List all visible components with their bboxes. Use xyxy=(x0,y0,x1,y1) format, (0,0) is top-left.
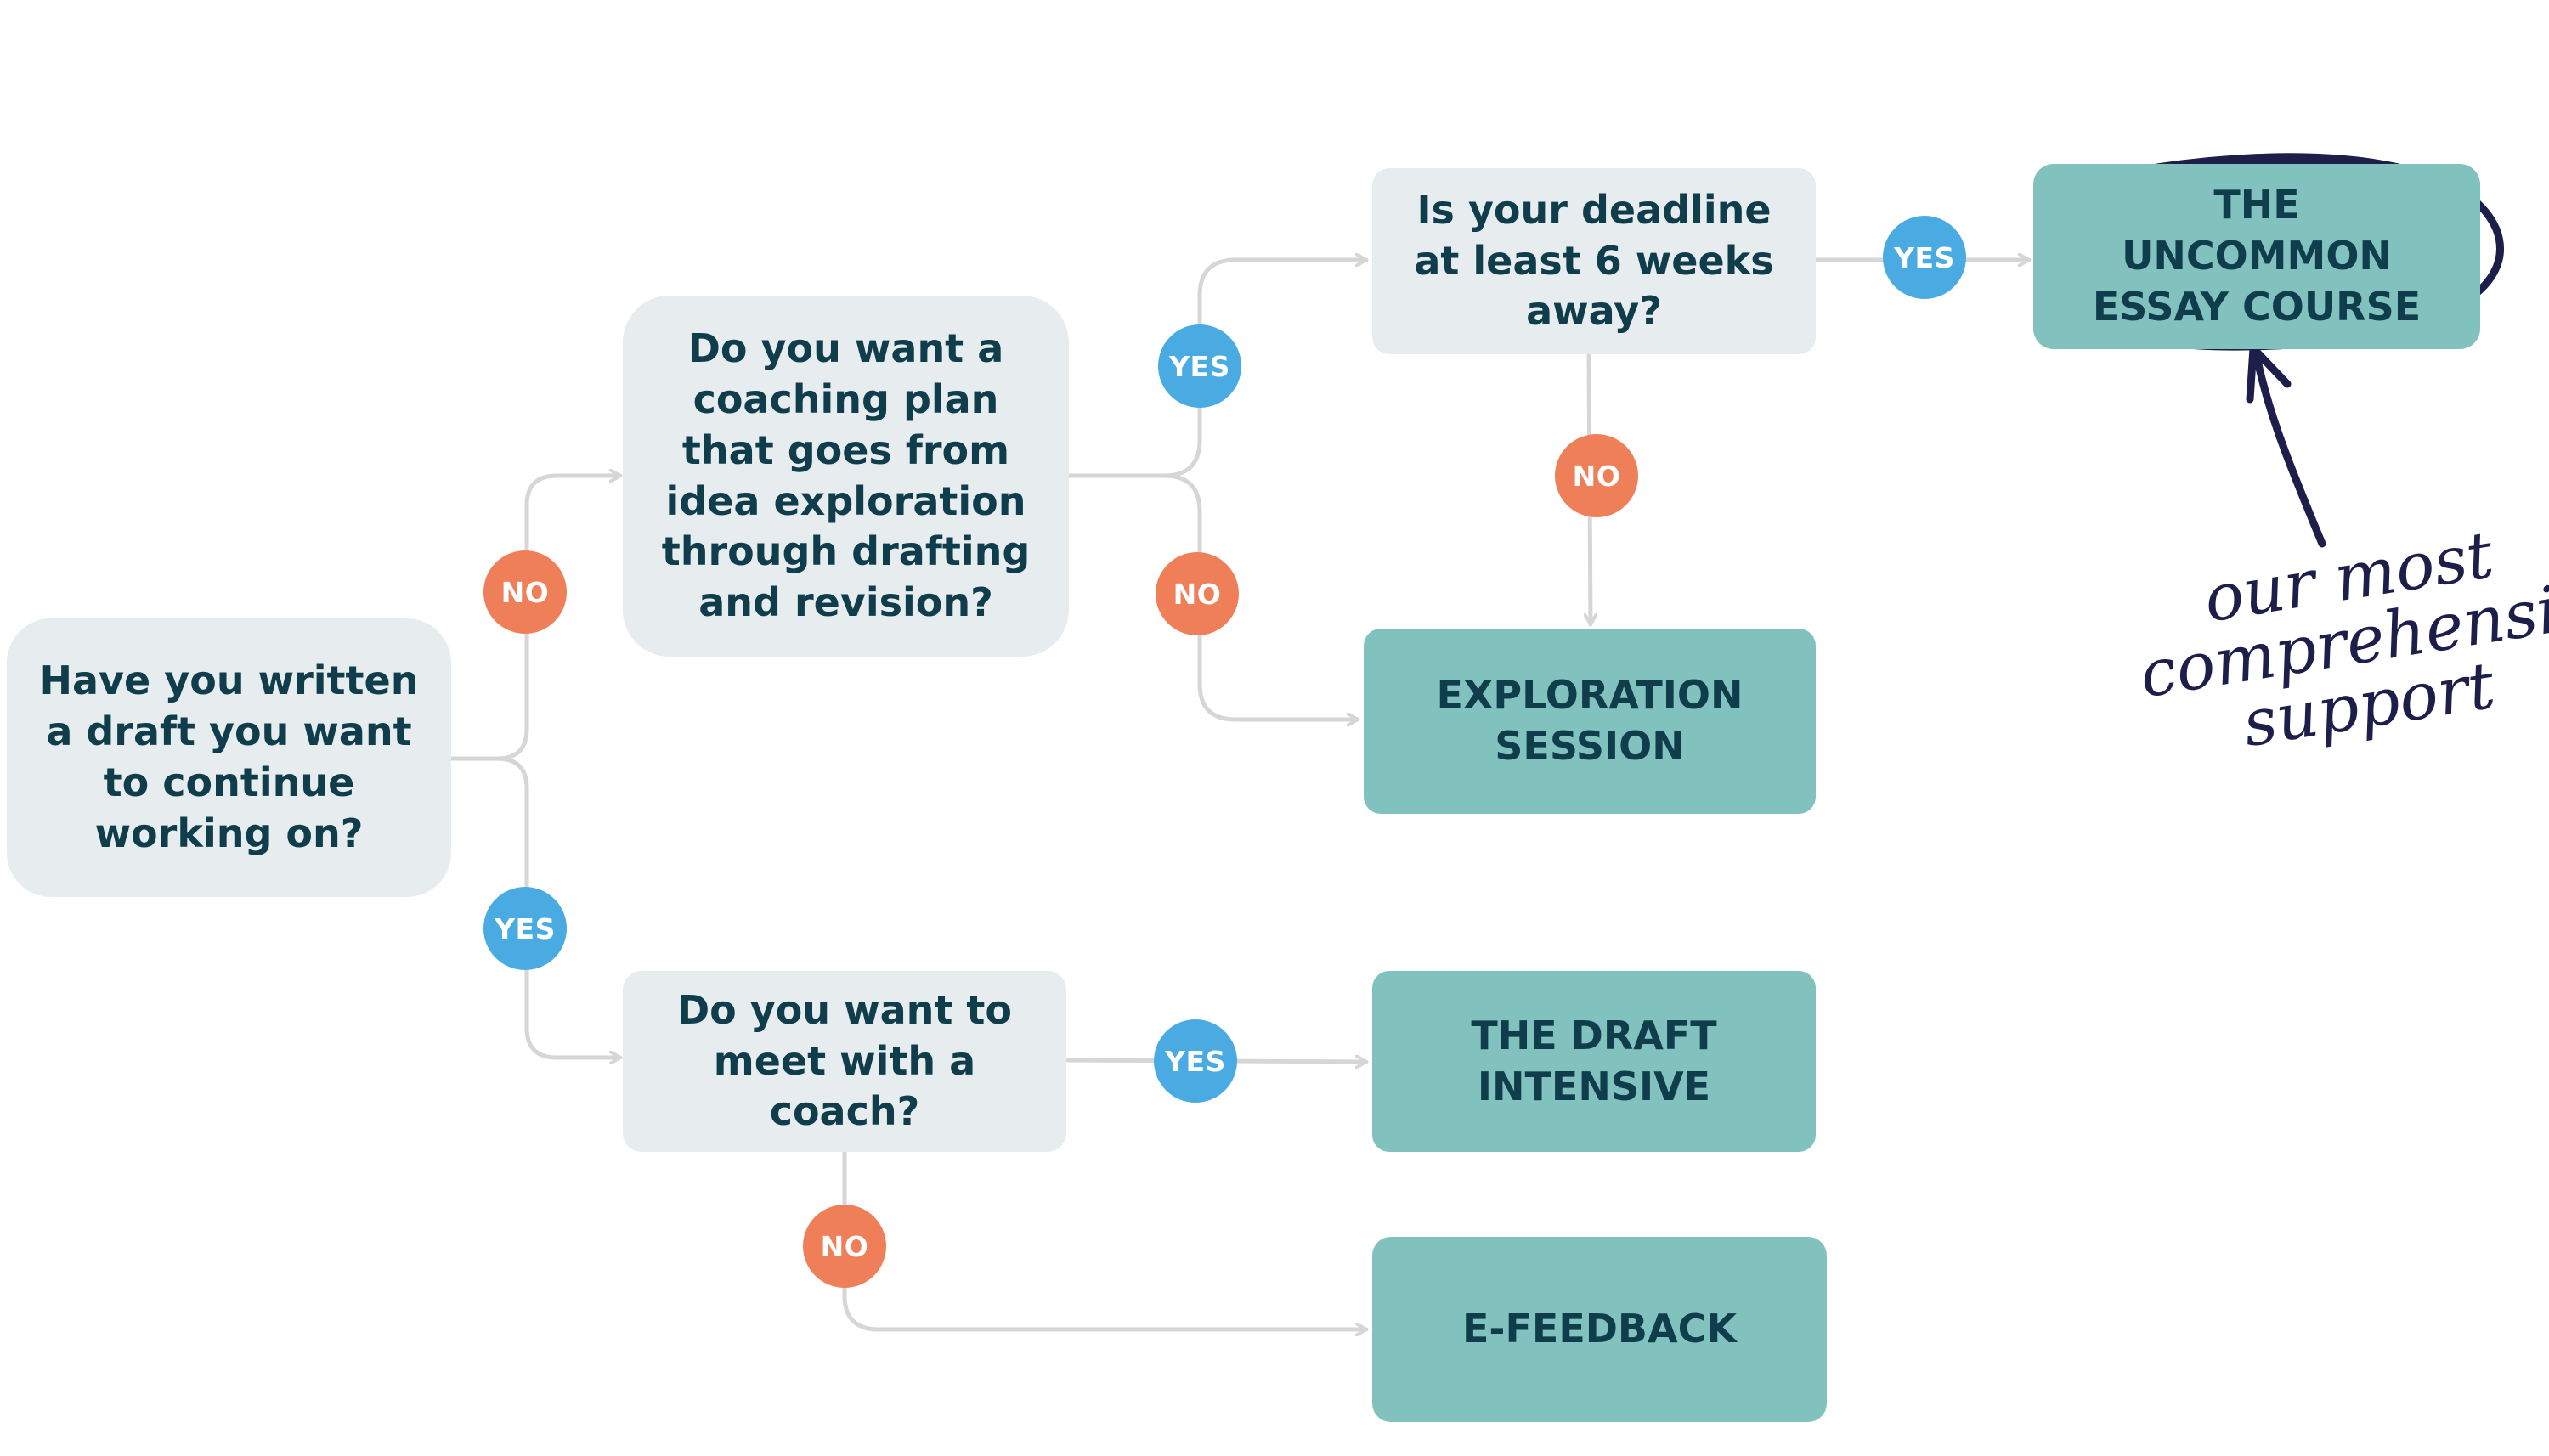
badge-yes-coaching-label: YES xyxy=(1169,349,1230,383)
question-draft-text: Have you written a draft you want to con… xyxy=(39,657,419,856)
result-uncommon-essay-course-text: THE UNCOMMON ESSAY COURSE xyxy=(2092,182,2422,330)
badge-no-draft: NO xyxy=(483,550,567,634)
result-e-feedback-text: E-FEEDBACK xyxy=(1461,1306,1738,1352)
badge-no-meet-label: NO xyxy=(820,1229,869,1263)
badge-no-draft-label: NO xyxy=(500,575,550,609)
result-exploration-session-text: EXPLORATION SESSION xyxy=(1436,672,1744,769)
badge-yes-deadline: YES xyxy=(1883,216,1966,299)
badge-yes-meet: YES xyxy=(1154,1019,1237,1103)
badge-no-deadline-label: NO xyxy=(1572,459,1621,493)
badge-yes-deadline-label: YES xyxy=(1894,240,1955,274)
question-meet-coach: Do you want to meet with a coach? xyxy=(623,971,1066,1152)
hand-drawn-arrow xyxy=(2252,348,2326,548)
badge-yes-draft-label: YES xyxy=(495,911,556,945)
badge-no-deadline: NO xyxy=(1555,434,1638,517)
question-deadline-text: Is your deadline at least 6 weeks away? xyxy=(1414,186,1774,335)
connector-meet-to-efeedback xyxy=(842,1149,1369,1329)
question-deadline: Is your deadline at least 6 weeks away? xyxy=(1372,168,1816,354)
question-draft: Have you written a draft you want to con… xyxy=(7,618,451,897)
question-meet-coach-text: Do you want to meet with a coach? xyxy=(676,986,1013,1135)
badge-yes-meet-label: YES xyxy=(1165,1044,1226,1078)
badge-no-coaching-label: NO xyxy=(1173,577,1222,611)
result-exploration-session: EXPLORATION SESSION xyxy=(1364,629,1816,814)
question-coaching-plan: Do you want a coaching plan that goes fr… xyxy=(623,296,1069,657)
connector-coaching-to-exploration xyxy=(1161,473,1360,720)
result-uncommon-essay-course: THE UNCOMMON ESSAY COURSE xyxy=(2033,164,2480,349)
result-draft-intensive-text: THE DRAFT INTENSIVE xyxy=(1471,1012,1717,1109)
badge-no-meet: NO xyxy=(803,1205,886,1288)
badge-no-coaching: NO xyxy=(1156,552,1239,635)
badge-yes-coaching: YES xyxy=(1158,324,1241,408)
question-coaching-plan-text: Do you want a coaching plan that goes fr… xyxy=(661,325,1031,626)
result-draft-intensive: THE DRAFT INTENSIVE xyxy=(1372,971,1816,1152)
badge-yes-draft: YES xyxy=(483,887,567,970)
result-e-feedback: E-FEEDBACK xyxy=(1372,1237,1827,1422)
